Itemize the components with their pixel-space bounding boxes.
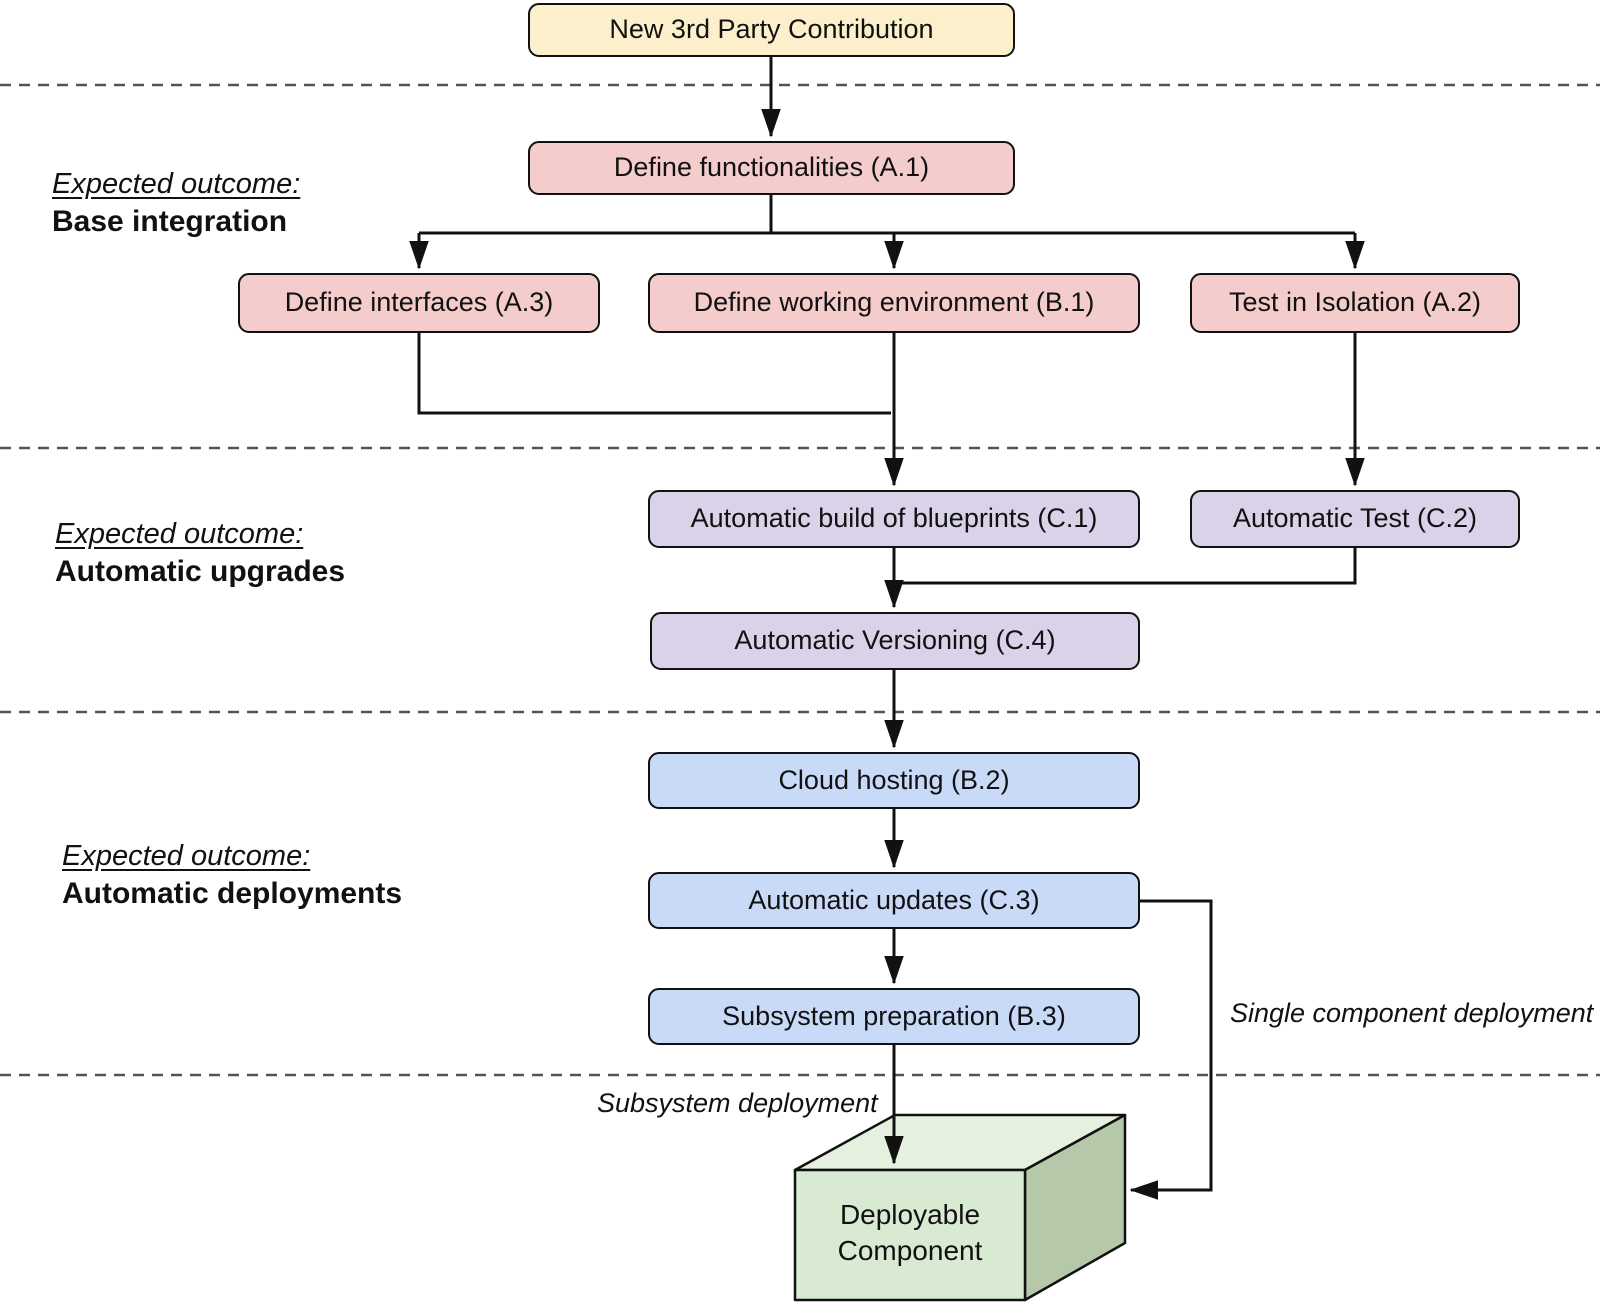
edge-label-single-component-deployment: Single component deployment [1230, 998, 1594, 1028]
node-define-functionalities: Define functionalities (A.1) [528, 141, 1015, 195]
node-deployable-component-label: Deployable Component [837, 1199, 983, 1267]
section-label-automatic-deployments: Expected outcome: Automatic deployments [62, 838, 402, 913]
section-heading: Expected outcome: [52, 168, 301, 200]
connector-c3-to-component-side [1129, 899, 1213, 1200]
section-name: Automatic deployments [62, 877, 403, 911]
section-label-automatic-upgrades: Expected outcome: Automatic upgrades [55, 516, 345, 591]
section-label-base-integration: Expected outcome: Base integration [52, 166, 300, 241]
edge-label-subsystem-deployment: Subsystem deployment [597, 1088, 878, 1118]
cube-front-face [793, 1168, 1027, 1302]
node-cloud-hosting: Cloud hosting (B.2) [648, 752, 1140, 809]
connector-c2-merge [896, 548, 1357, 585]
section-heading: Expected outcome: [62, 840, 311, 872]
connector-a3-merge [417, 333, 891, 415]
node-new-3rd-party-contribution: New 3rd Party Contribution [528, 3, 1015, 57]
deployable-component-cube [793, 1113, 1127, 1302]
section-name: Base integration [52, 205, 288, 239]
node-automatic-test: Automatic Test (C.2) [1190, 490, 1520, 548]
node-test-in-isolation: Test in Isolation (A.2) [1190, 273, 1520, 333]
node-subsystem-preparation: Subsystem preparation (B.3) [648, 988, 1140, 1045]
node-automatic-versioning: Automatic Versioning (C.4) [650, 612, 1140, 670]
node-define-working-environment: Define working environment (B.1) [648, 273, 1140, 333]
node-automatic-updates: Automatic updates (C.3) [648, 872, 1140, 929]
section-name: Automatic upgrades [55, 555, 346, 589]
section-heading: Expected outcome: [55, 518, 304, 550]
node-automatic-build-of-blueprints: Automatic build of blueprints (C.1) [648, 490, 1140, 548]
node-define-interfaces: Define interfaces (A.3) [238, 273, 600, 333]
